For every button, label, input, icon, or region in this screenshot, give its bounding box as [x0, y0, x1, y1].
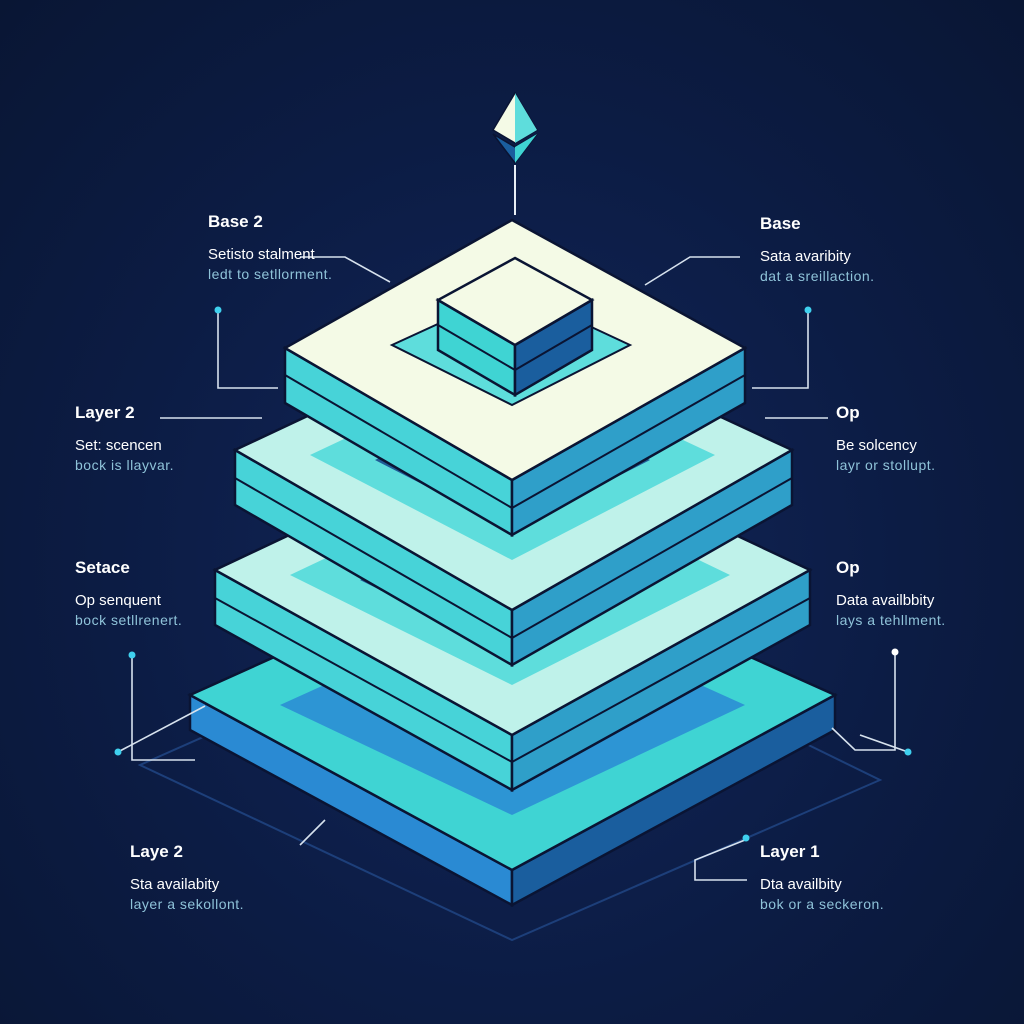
- label-line-1: Data availbbity: [836, 592, 935, 610]
- label-line-2: layr or stollupt.: [836, 457, 936, 474]
- label-title: Op: [836, 403, 860, 422]
- label-line-1: Sata avaribity: [760, 248, 851, 266]
- label-title: Layer 2: [75, 403, 135, 422]
- label-line-1: Be solcency: [836, 437, 917, 455]
- label-title: Setace: [75, 558, 130, 577]
- label-title: Laye 2: [130, 842, 183, 861]
- center-cube: [435, 256, 595, 398]
- label-line-1: Dta availbity: [760, 876, 842, 894]
- ethereum-diamond-icon: [491, 91, 539, 215]
- label-title: Base: [760, 214, 801, 233]
- label-line-1: Op senquent: [75, 592, 161, 610]
- label-op-upper: Op Be solcency layr or stollupt.: [836, 403, 936, 474]
- label-line-2: ledt to setllorment.: [208, 266, 333, 283]
- label-op-lower: Op Data availbbity lays a tehllment.: [836, 558, 946, 629]
- leader-lines: [117, 256, 909, 881]
- label-line-2: dat a sreillaction.: [760, 268, 875, 285]
- label-laye-2: Laye 2 Sta availabity layer a sekollont.: [130, 842, 244, 913]
- label-line-1: Sta availabity: [130, 876, 220, 894]
- leader-dots: [114, 306, 912, 842]
- label-line-2: layer a sekollont.: [130, 896, 245, 913]
- label-title: Op: [836, 558, 860, 577]
- label-line-2: bok or a seckeron.: [760, 896, 885, 913]
- label-layer-1: Layer 1 Dta availbity bok or a seckeron.: [760, 842, 884, 913]
- label-layer-2-upper: Layer 2 Set: scencen bock is llayvar.: [75, 403, 174, 474]
- label-line-2: bock is llayvar.: [75, 457, 175, 474]
- label-line-1: Setisto stalment: [208, 246, 315, 264]
- label-base-2: Base 2 Setisto stalment ledt to setllorm…: [208, 212, 332, 283]
- label-line-2: bock setllrenert.: [75, 612, 183, 629]
- label-title: Base 2: [208, 212, 263, 231]
- label-line-2: lays a tehllment.: [836, 612, 946, 629]
- label-line-1: Set: scencen: [75, 437, 162, 455]
- label-title: Layer 1: [760, 842, 820, 861]
- label-setace: Setace Op senquent bock setllrenert.: [75, 558, 182, 629]
- label-base: Base Sata avaribity dat a sreillaction.: [760, 214, 875, 285]
